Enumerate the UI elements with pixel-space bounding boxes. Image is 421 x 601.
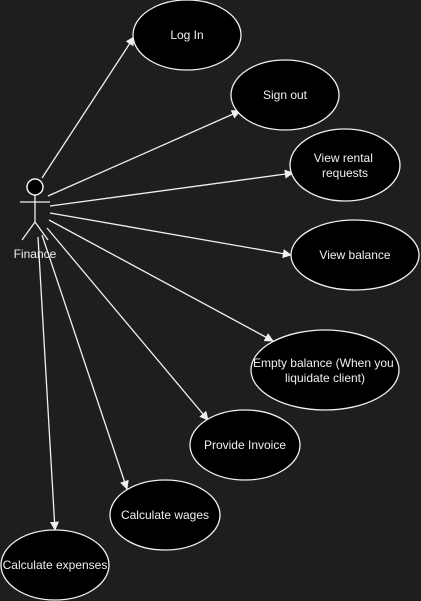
actor-left-leg [21, 221, 36, 241]
use-case-calculate-wages[interactable]: Calculate wages [109, 479, 221, 551]
association-log-in[interactable] [41, 36, 135, 179]
association-empty-balance[interactable] [48, 219, 274, 342]
use-case-label: View balance [319, 248, 390, 262]
actor-right-leg [34, 221, 49, 241]
use-case-sign-out[interactable]: Sign out [230, 59, 340, 131]
association-view-balance[interactable] [49, 212, 292, 259]
association-sign-out[interactable] [47, 110, 241, 197]
actor-finance[interactable]: Finance [14, 178, 57, 261]
use-case-label: Empty balance (When you liquidate client… [253, 356, 397, 385]
actor-name: Finance [14, 247, 57, 261]
use-case-label: Sign out [263, 88, 308, 102]
use-case-log-in[interactable]: Log In [132, 0, 242, 71]
use-case-label: View rental requests [314, 151, 377, 180]
association-calculate-wages[interactable] [41, 234, 129, 490]
use-case-label: Calculate wages [121, 508, 209, 522]
association-view-rental-requests[interactable] [49, 169, 294, 207]
association-calculate-expenses[interactable] [37, 236, 60, 531]
associations [37, 36, 294, 531]
actor-head [26, 178, 44, 196]
use-case-label: Log In [170, 28, 203, 42]
use-case-calculate-expenses[interactable]: Calculate expenses [0, 529, 110, 601]
use-case-label: Calculate expenses [3, 558, 108, 572]
association-provide-invoice[interactable] [46, 227, 209, 421]
use-case-view-balance[interactable]: View balance [290, 219, 420, 291]
use-case-view-rental-requests[interactable]: View rental requests [289, 128, 401, 202]
use-case-label: Provide Invoice [204, 438, 286, 452]
use-case-provide-invoice[interactable]: Provide Invoice [189, 409, 301, 481]
use-case-empty-balance[interactable]: Empty balance (When you liquidate client… [250, 329, 400, 411]
